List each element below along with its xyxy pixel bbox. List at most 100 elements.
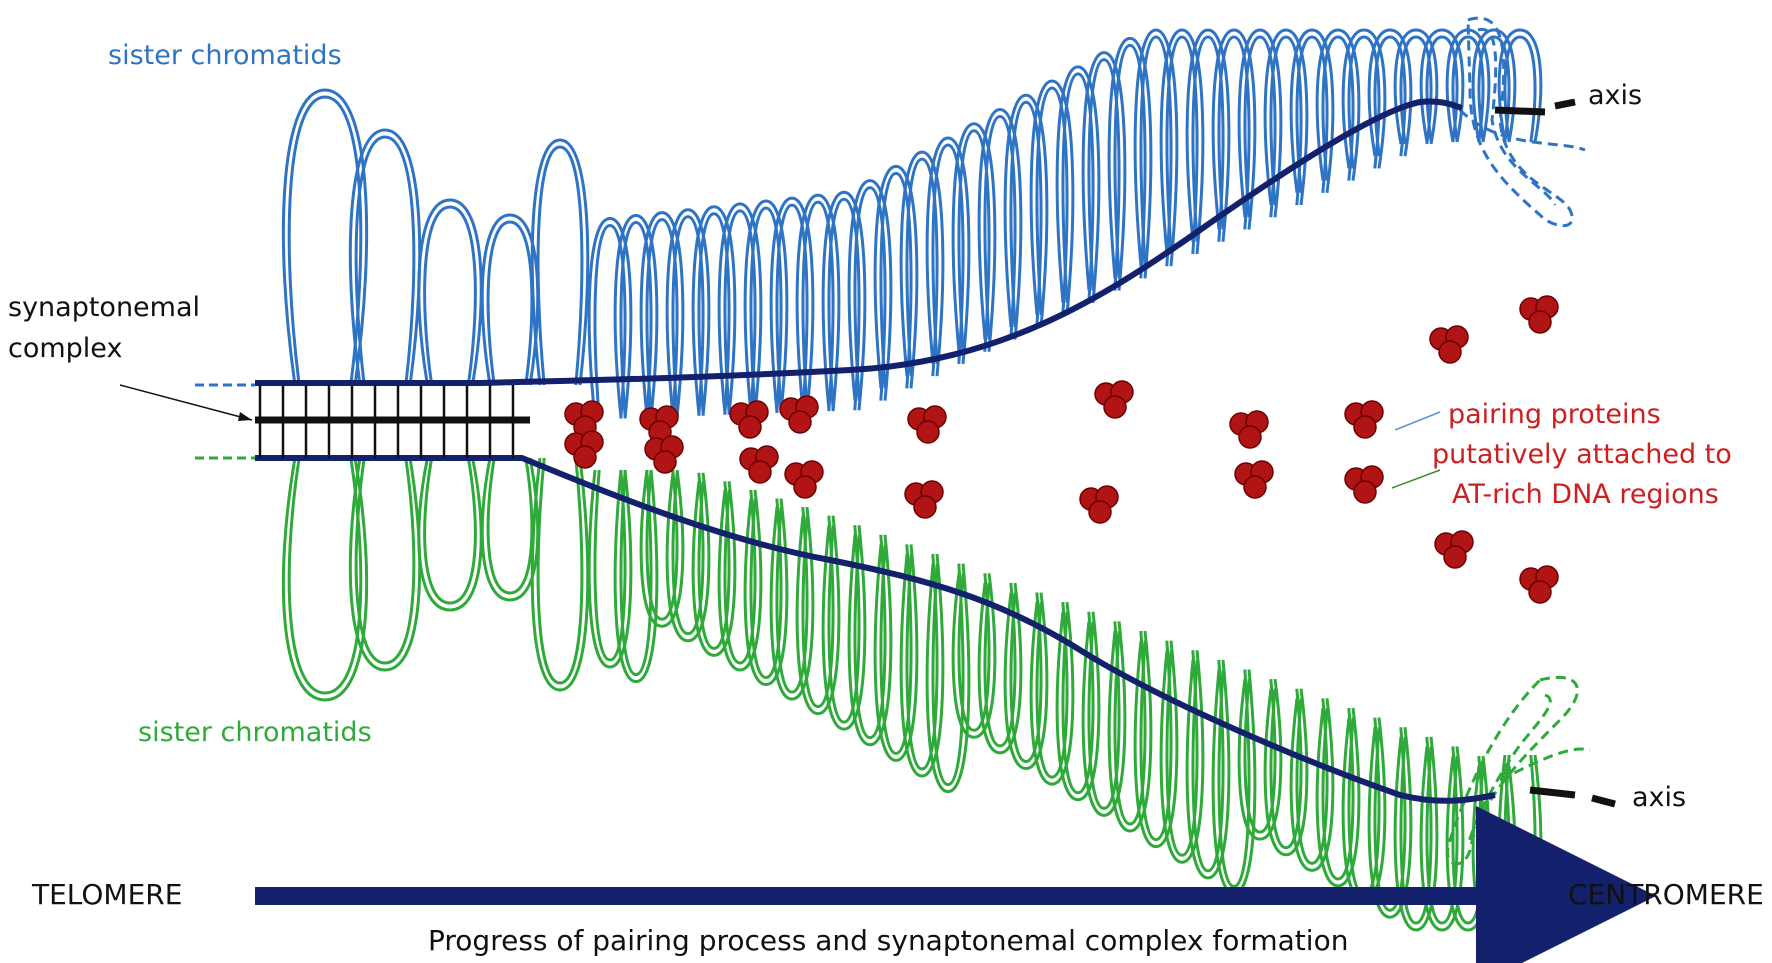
chromatid-loop: [639, 469, 685, 628]
chromatid-loop: [1347, 35, 1381, 169]
chromatid-loop: [957, 573, 991, 732]
chromatid-loop: [879, 171, 913, 389]
chromatid-loop: [665, 208, 711, 416]
chromatid-loop: [536, 145, 584, 386]
chromatid-loop: [1139, 35, 1173, 267]
chromatid-loop: [1211, 28, 1257, 230]
chromatid-loop: [665, 472, 711, 643]
chromatid-loop: [1061, 72, 1095, 303]
pairing-pointer-green: [1391, 469, 1441, 489]
pairing-protein-dot: [788, 410, 812, 434]
chromatid-loop: [1217, 35, 1251, 230]
chromatid-loop: [1425, 746, 1459, 925]
chromatid-loop: [951, 122, 997, 352]
chromatid-loop: [480, 457, 540, 602]
chromatid-loop: [1055, 611, 1101, 802]
pairing-protein-dot: [1353, 480, 1377, 504]
chromatid-loop: [1081, 621, 1127, 817]
pairing-label-line1: pairing proteins: [1448, 399, 1661, 430]
synaptonemal-pointer: [119, 384, 253, 421]
pairing-protein-dot: [573, 445, 597, 469]
chromatid-loop: [1009, 100, 1043, 328]
chromatid-loop: [827, 525, 861, 724]
synaptonemal-pointer-head: [238, 412, 252, 421]
chromatid-loop: [281, 88, 369, 386]
chromatid-loop: [536, 457, 584, 685]
bottom-dashed-chromatid-end: [1446, 675, 1591, 866]
chromatid-loop: [354, 135, 416, 386]
chromatid-loop: [1341, 28, 1387, 169]
pairing-proteins: [564, 295, 1559, 604]
chromatid-loop: [1003, 592, 1049, 771]
chromatid-loop: [1477, 35, 1511, 143]
chromatid-loop: [821, 190, 867, 411]
pairing-protein-dot: [793, 475, 817, 499]
chromatid-loop: [821, 525, 867, 731]
top-dashed-chromatid-end: [1458, 16, 1586, 228]
chromatid-loop: [723, 489, 757, 665]
chromatid-loop: [1451, 35, 1485, 143]
chromatid-loop: [1217, 669, 1251, 888]
chromatid-loop: [769, 196, 815, 413]
chromatid-loop: [1191, 659, 1225, 873]
top-chromatid-loops: [281, 28, 1543, 419]
chromatid-loop: [1419, 28, 1465, 143]
bottom-axis: [255, 455, 1496, 804]
chromatid-loop: [1497, 28, 1543, 143]
chromatid-loop: [1133, 28, 1179, 267]
bottom-axis-dash: [1529, 786, 1616, 808]
bottom-axis-label: axis: [1632, 782, 1687, 813]
chromatid-loop: [749, 206, 783, 414]
chromatid-loop: [587, 216, 633, 419]
chromatid-loop: [1399, 736, 1433, 925]
chromatid-loop: [717, 489, 763, 672]
chromatid-loop: [1367, 28, 1413, 157]
chromatid-loop: [530, 138, 590, 386]
chromatid-loop: [951, 573, 997, 739]
chromatid-loop: [1159, 28, 1205, 255]
synaptonemal-complex: [255, 385, 530, 458]
chromatid-loop: [281, 457, 369, 702]
chromatid-loop: [1315, 28, 1361, 181]
pairing-pointer-blue: [1394, 411, 1441, 431]
chromatid-loop: [899, 553, 945, 778]
chromatid-loop: [1055, 65, 1101, 303]
top-axis-dash: [1494, 98, 1576, 116]
chromatid-loop: [287, 457, 363, 695]
chromatid-loop: [1289, 28, 1335, 194]
chromatid-loop: [1087, 58, 1121, 291]
pairing-protein-dot: [1088, 500, 1112, 524]
chromatid-loop: [977, 582, 1023, 755]
pairing-protein-dot: [1353, 415, 1377, 439]
chromatid-loop: [931, 563, 965, 787]
chromatid-loop: [1237, 28, 1283, 218]
chromatid-loop: [769, 506, 815, 701]
chromatid-loop: [957, 129, 991, 352]
chromatid-loop: [801, 515, 835, 709]
chromatid-loop: [1113, 43, 1147, 279]
chromatid-loop: [717, 202, 763, 415]
pairing-protein-dot: [738, 415, 762, 439]
chromatid-loop: [873, 164, 919, 389]
pairing-protein-dot: [916, 420, 940, 444]
chromatid-loop: [619, 469, 653, 677]
chromatid-loop: [1029, 79, 1075, 316]
chromatid-loop: [1243, 35, 1277, 218]
chromatid-loop: [423, 205, 477, 386]
chromatid-loop: [931, 143, 965, 365]
chromatid-loop: [1373, 727, 1407, 912]
chromatid-loop: [775, 203, 809, 413]
pairing-protein-dot: [653, 450, 677, 474]
pairing-protein-dot: [1528, 580, 1552, 604]
chromatid-loop: [743, 498, 789, 687]
chromatid-loop: [925, 136, 971, 365]
bottom-sister-chromatids-label: sister chromatids: [138, 717, 372, 748]
progress-caption: Progress of pairing process and synapton…: [428, 924, 1349, 957]
chromatid-loop: [1471, 28, 1517, 143]
pairing-protein-dot: [1243, 475, 1267, 499]
synaptonemal-label-line2: complex: [8, 333, 123, 364]
chromatid-loop: [723, 209, 757, 415]
pairing-label-line3: AT-rich DNA regions: [1452, 479, 1719, 510]
chromatid-loop: [1393, 736, 1439, 932]
